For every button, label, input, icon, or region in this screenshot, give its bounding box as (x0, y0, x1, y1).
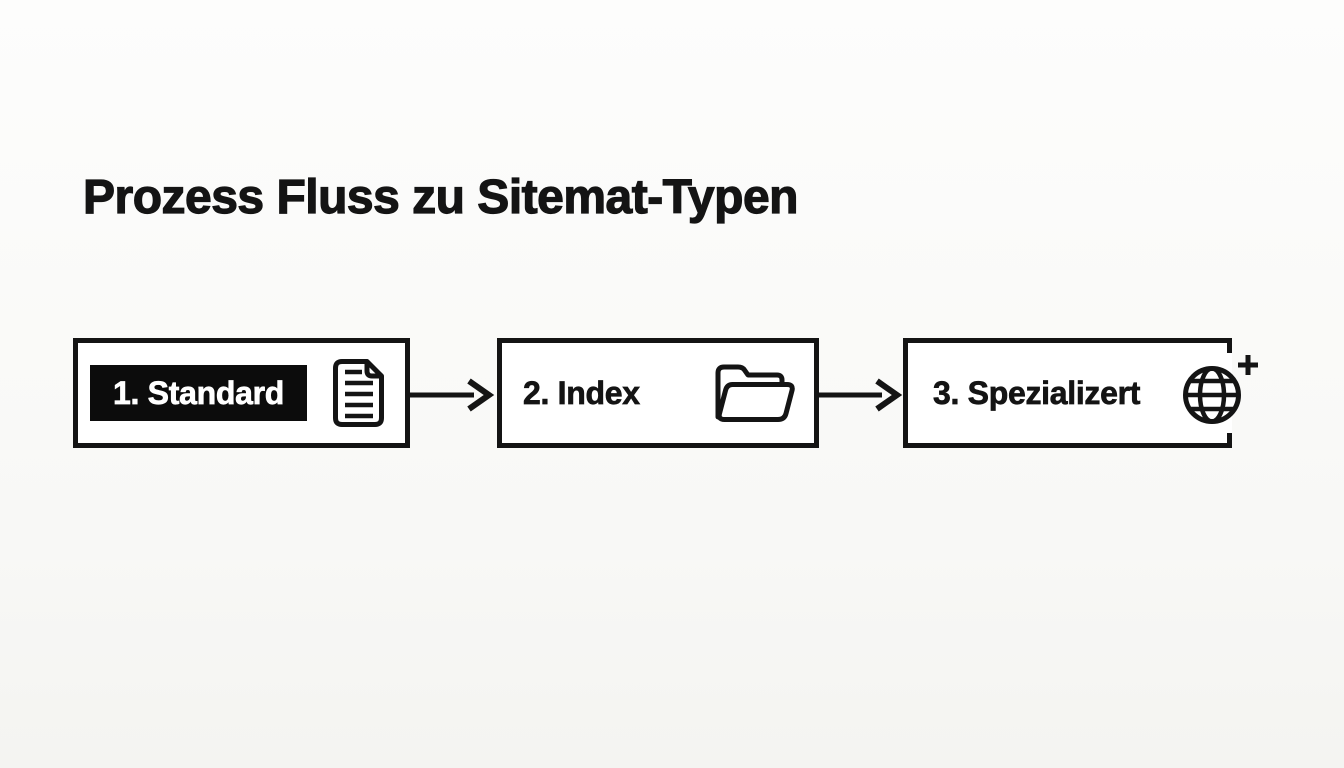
document-icon (333, 359, 384, 427)
folder-open-icon (715, 364, 795, 422)
arrow-right-icon (818, 378, 903, 412)
step-index-label: 2. Index (523, 374, 641, 411)
globe-plus-icon (1182, 353, 1262, 427)
border-stub-top (1227, 343, 1232, 353)
step-spezializert-label: 3. Spezializert (933, 374, 1141, 411)
step-box-index: 2. Index (497, 338, 819, 448)
border-stub-bottom (1227, 433, 1232, 443)
step-standard-label: 1. Standard (90, 365, 307, 421)
page-title: Prozess Fluss zu Sitemat-Typen (82, 171, 799, 224)
arrow-right-icon (410, 378, 495, 412)
step-box-standard: 1. Standard (73, 338, 410, 448)
step-box-spezializert: 3. Spezializert (903, 338, 1258, 448)
